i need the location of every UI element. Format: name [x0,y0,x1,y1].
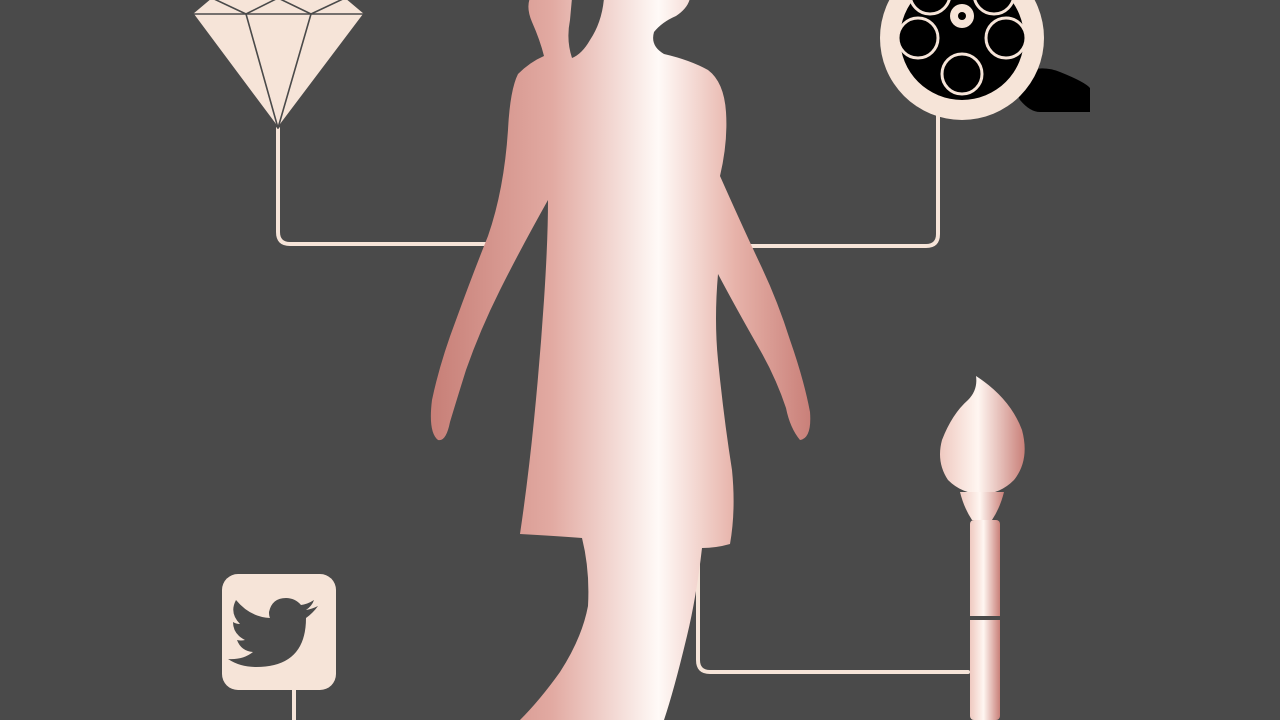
film-reel-connector-line [743,94,940,248]
connector-lines [276,94,970,720]
woman-silhouette-figure [430,0,811,720]
diamond-connector-line [276,126,497,246]
paintbrush-connector-line [696,546,970,674]
paintbrush-icon [940,376,1025,720]
film-reel-icon [880,0,1090,120]
twitter-bird-icon [222,574,336,690]
diamond-icon [192,0,365,129]
